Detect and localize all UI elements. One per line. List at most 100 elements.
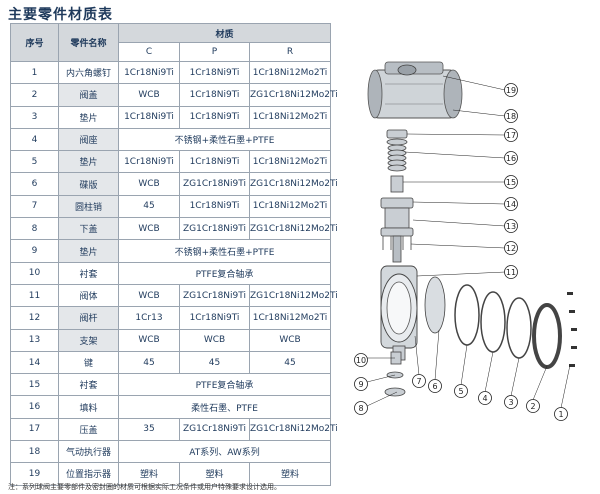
cell-material-p: 1Cr18Ni9Ti [179, 306, 250, 330]
cell-material-c: 1Cr13 [118, 306, 180, 330]
cell-material-all: 不锈钢+柔性石墨+PTFE [117, 239, 332, 263]
actuator-drawing [367, 61, 463, 119]
seal-rings-drawing [454, 284, 562, 369]
cell-material-c: 45 [118, 194, 180, 219]
cell-material-c: WCB [118, 83, 180, 107]
callout-number: 4 [482, 394, 487, 403]
cell-part-name: 衬套 [58, 373, 119, 397]
header-material: 材质 [117, 23, 332, 43]
cell-material-c: 35 [118, 417, 180, 442]
cell-no: 1 [10, 60, 59, 85]
cell-material-c: WCB [118, 283, 180, 308]
cell-no: 15 [10, 373, 59, 397]
callout-number: 7 [416, 377, 421, 386]
cell-no: 9 [10, 239, 59, 263]
cell-part-name: 压盖 [58, 417, 119, 442]
callout-circle [504, 219, 518, 233]
callout-circle [526, 399, 540, 413]
callout-number: 5 [458, 387, 463, 396]
cell-material-c: WCB [118, 217, 180, 241]
cell-no: 12 [10, 306, 59, 330]
cell-no: 10 [10, 261, 59, 285]
cell-material-r: 1Cr18Ni12Mo2Ti [248, 194, 332, 219]
callout-circle [554, 407, 568, 421]
cell-no: 14 [10, 350, 59, 375]
cell-no: 3 [10, 105, 59, 129]
cell-no: 6 [10, 172, 59, 196]
cell-part-name: 阀盖 [58, 83, 119, 107]
cell-part-name: 阀座 [58, 127, 119, 152]
cell-material-all: AT系列、AW系列 [117, 440, 332, 464]
cell-material-p: ZG1Cr18Ni9Ti [179, 172, 250, 196]
cell-part-name: 填料 [58, 395, 119, 419]
callout-circle [478, 391, 492, 405]
callout-number: 12 [506, 244, 516, 253]
header-p: P [179, 42, 250, 62]
callout-circle [504, 109, 518, 123]
callout-number: 2 [530, 402, 535, 411]
cell-material-p: ZG1Cr18Ni9Ti [179, 283, 250, 308]
callout-circle [504, 197, 518, 211]
callout-number: 10 [356, 356, 366, 365]
cell-material-all: 不锈钢+柔性石墨+PTFE [117, 127, 332, 152]
callout-number: 16 [506, 154, 516, 163]
callout-number: 9 [358, 380, 363, 389]
cell-material-p: ZG1Cr18Ni9Ti [179, 217, 250, 241]
callout-number: 15 [506, 178, 516, 187]
callout-circle [504, 128, 518, 142]
cell-material-r: 1Cr18Ni12Mo2Ti [248, 150, 332, 174]
valve-body-drawing [380, 265, 418, 361]
cell-material-r: 45 [248, 350, 332, 375]
cell-no: 8 [10, 217, 59, 241]
cell-material-r: ZG1Cr18Ni12Mo2Ti [248, 283, 338, 308]
callout-number: 3 [508, 398, 513, 407]
cell-part-name: 碟版 [58, 172, 119, 196]
callout-circle [428, 379, 442, 393]
callout-circle [504, 395, 518, 409]
header-no: 序号 [10, 23, 59, 62]
callout-number: 1 [558, 410, 563, 419]
callout-number: 8 [358, 404, 363, 413]
cell-material-c: 1Cr18Ni9Ti [118, 150, 180, 174]
cell-material-p: WCB [179, 328, 250, 352]
callout-circle [504, 151, 518, 165]
cell-material-all: PTFE复合轴承 [117, 373, 332, 397]
cell-material-c: 1Cr18Ni9Ti [118, 60, 180, 85]
cell-part-name: 键 [58, 350, 119, 375]
disc-drawing [424, 276, 446, 334]
cell-no: 7 [10, 194, 59, 219]
cell-part-name: 内六角螺钉 [58, 60, 119, 85]
cell-material-p: 1Cr18Ni9Ti [179, 83, 250, 107]
cell-part-name: 支架 [58, 328, 119, 352]
cell-no: 17 [10, 417, 59, 442]
cell-part-name: 位置指示器 [58, 462, 119, 486]
callout-circle [354, 353, 368, 367]
cell-no: 18 [10, 440, 59, 464]
cell-material-r: ZG1Cr18Ni12Mo2Ti [248, 172, 338, 196]
cell-part-name: 阀体 [58, 283, 119, 308]
cell-no: 19 [10, 462, 59, 486]
cell-part-name: 衬套 [58, 261, 119, 285]
cell-material-p: 1Cr18Ni9Ti [179, 150, 250, 174]
callout-number: 11 [506, 268, 516, 277]
cell-no: 5 [10, 150, 59, 174]
cell-part-name: 垫片 [58, 105, 119, 129]
callout-circle [454, 384, 468, 398]
stem-stack-drawing [380, 129, 414, 263]
header-c: C [118, 42, 180, 62]
cell-material-r: 1Cr18Ni12Mo2Ti [248, 306, 332, 330]
